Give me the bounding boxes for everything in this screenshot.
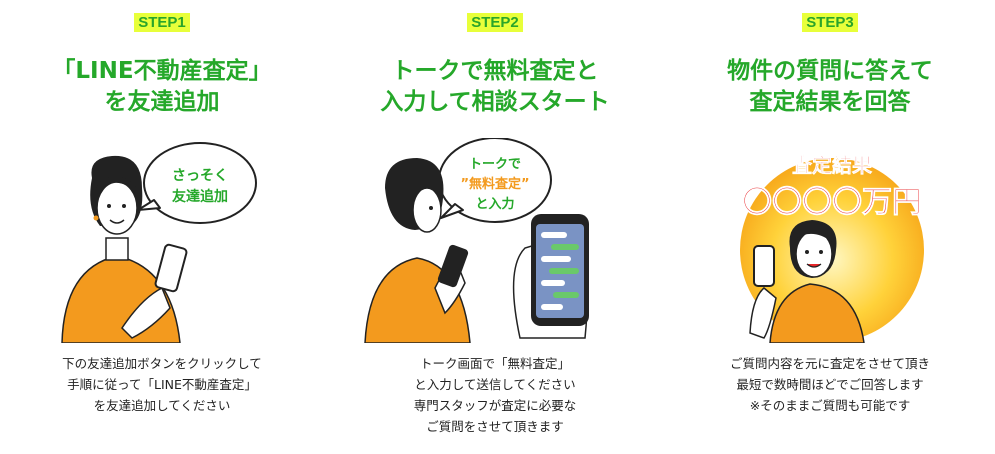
step-2: STEP2 トークで無料査定と 入力して相談スタート トークで ”無料査定” と… — [345, 0, 645, 454]
woman-figure — [364, 158, 471, 343]
smartphone-icon — [753, 245, 775, 287]
step-1: STEP1 「LINE不動産査定」 を友達追加 さっそく 友達追加 下の友 — [12, 0, 312, 454]
result-label: 査定結果 — [792, 153, 872, 177]
smartphone-icon — [154, 243, 188, 293]
chat-screen-icon — [512, 214, 589, 339]
step-badge: STEP1 — [12, 12, 312, 32]
step-title: トークで無料査定と 入力して相談スタート — [380, 58, 610, 115]
step-description: ご質問内容を元に査定をさせて頂き 最短で数時間ほどでご回答します ※そのままご質… — [729, 356, 930, 413]
illustration-add-friend: さっそく 友達追加 — [61, 142, 257, 343]
illustration-talk: トークで ”無料査定” と入力 — [364, 138, 589, 343]
result-amount: 〇〇〇〇万円 — [742, 185, 922, 220]
step-3: STEP3 物件の質問に答えて 査定結果を回答 査定結果 〇〇〇〇万円 — [680, 0, 980, 454]
step-title: 物件の質問に答えて 査定結果を回答 — [727, 58, 933, 115]
bubble-line: ”無料査定” — [460, 176, 529, 192]
illustration-result: 査定結果 〇〇〇〇万円 — [740, 153, 924, 343]
bubble-line: トークで — [469, 157, 521, 172]
speech-bubble-icon: トークで ”無料査定” と入力 — [438, 138, 552, 223]
step-description: トーク画面で「無料査定」 と入力して送信してください 専門スタッフが査定に必要な… — [413, 356, 577, 434]
bubble-line: と入力 — [475, 196, 514, 212]
bubble-line: 友達追加 — [172, 188, 228, 205]
step-badge: STEP3 — [680, 12, 980, 32]
step-description: 下の友達追加ボタンをクリックして 手順に従って「LINE不動産査定」 を友達追加… — [62, 356, 262, 413]
step-title: 「LINE不動産査定」 を友達追加 — [52, 58, 272, 115]
woman-figure — [61, 155, 181, 343]
step-badge: STEP2 — [345, 12, 645, 32]
woman-figure — [749, 220, 865, 343]
speech-bubble-icon: さっそく 友達追加 — [137, 142, 257, 224]
bubble-line: さっそく — [172, 168, 228, 184]
